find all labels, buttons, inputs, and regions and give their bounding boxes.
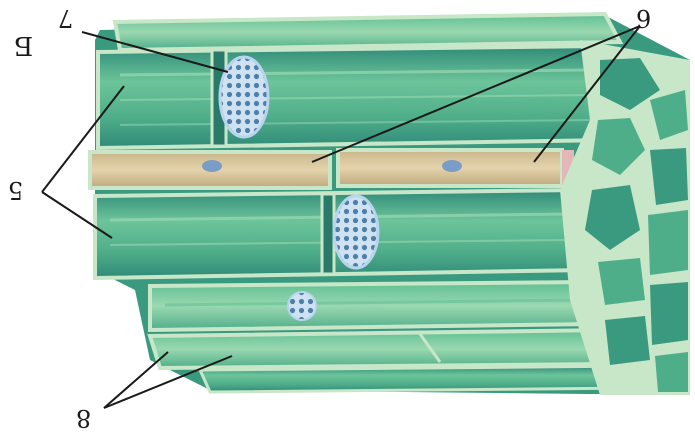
section-letter-text: Б xyxy=(14,32,33,58)
label-8: 8 xyxy=(76,406,91,430)
leader-line-8a xyxy=(104,352,168,408)
top-strip xyxy=(115,14,620,50)
label-7-text: 7 xyxy=(58,6,73,30)
label-6: 6 xyxy=(636,6,651,30)
label-7: 7 xyxy=(58,6,73,30)
label-5: 5 xyxy=(8,178,23,202)
companion-cell-row xyxy=(90,150,574,188)
sieve-plate-icon xyxy=(288,292,316,320)
label-6-text: 6 xyxy=(636,6,651,30)
label-8-text: 8 xyxy=(76,406,91,430)
section-letter: Б xyxy=(14,32,33,58)
sieve-plate-icon xyxy=(220,57,268,137)
parenchyma-strips xyxy=(150,330,640,392)
label-5-text: 5 xyxy=(8,178,23,202)
sieve-plate-icon xyxy=(334,196,378,268)
sieve-tube-upper xyxy=(98,46,610,148)
sieve-tube-third xyxy=(150,282,595,330)
